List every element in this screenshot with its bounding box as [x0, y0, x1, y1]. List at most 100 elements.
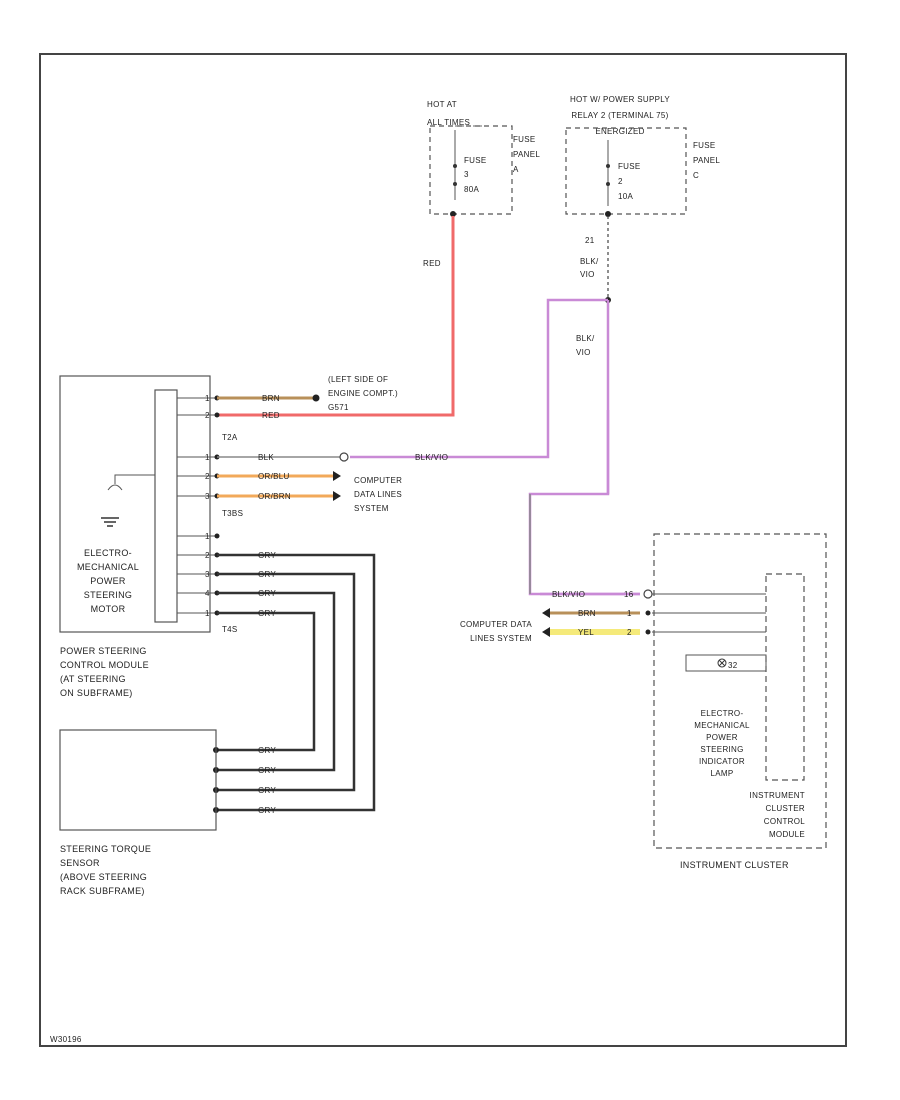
svg-text:CONTROL MODULE: CONTROL MODULE [60, 660, 149, 670]
connector-t3bs: T3BS [222, 509, 243, 518]
cluster-brn-label: BRN [578, 609, 596, 618]
blk-vio-run-label: BLK/VIO [415, 453, 448, 462]
ps-pin-number: 1 [205, 532, 210, 541]
steering-torque-sensor [59, 729, 217, 831]
cluster-pin-2: 2 [627, 628, 632, 637]
torque-gry-label: GRY [258, 746, 276, 755]
fuse-a-label-line2: 3 [464, 170, 469, 179]
ps-pin-number: 1 [205, 609, 210, 618]
svg-text:MODULE: MODULE [769, 830, 805, 839]
svg-text:(AT STEERING: (AT STEERING [60, 674, 126, 684]
ps-module-name: POWER STEERING [60, 646, 147, 656]
svg-text:HOT W/ POWER SUPPLY: HOT W/ POWER SUPPLY [570, 95, 670, 104]
instrument-cluster-name: INSTRUMENT CLUSTER [680, 860, 789, 870]
fuse-panel-a: HOT AT ALL TIMES FUSE 3 80A FUSE PANEL A [427, 100, 540, 217]
ps-pin-number: 3 [205, 570, 210, 579]
torque-gry-label: GRY [258, 766, 276, 775]
ps-control-module: ELECTRO- MECHANICAL POWER STEERING MOTOR [59, 375, 211, 633]
ps-pin-number: 4 [205, 589, 210, 598]
svg-text:LAMP: LAMP [711, 769, 734, 778]
svg-text:RACK SUBFRAME): RACK SUBFRAME) [60, 886, 145, 896]
connector-t2a: T2A [222, 433, 238, 442]
instrument-cluster: 32 ELECTRO- MECHANICAL POWER STEERING IN… [652, 533, 827, 849]
fuse-panel-c: HOT W/ POWER SUPPLY RELAY 2 (TERMINAL 75… [565, 95, 720, 217]
gry-wire [216, 591, 336, 772]
cluster-pin-1: 1 [627, 609, 632, 618]
svg-text:C: C [693, 171, 699, 180]
cluster-module-label: INSTRUMENT [750, 791, 805, 800]
ps-pin-number: 2 [205, 551, 210, 560]
gry-wire [216, 611, 316, 752]
svg-text:ENERGIZED: ENERGIZED [595, 127, 644, 136]
gry-wire-bundle: GRY GRY GRY GRY GRY GRY GRY GRY [213, 551, 376, 815]
ps-ground-icon [101, 517, 119, 527]
ps-blk-connector [339, 452, 349, 462]
fuse-panel-a-label: FUSE [513, 135, 536, 144]
svg-text:RELAY 2 (TERMINAL 75): RELAY 2 (TERMINAL 75) [571, 111, 668, 120]
svg-text:ENGINE COMPT.): ENGINE COMPT.) [328, 389, 398, 398]
or-brn-label: OR/BRN [258, 492, 291, 501]
svg-text:MECHANICAL: MECHANICAL [77, 562, 139, 572]
svg-text:STEERING: STEERING [84, 590, 132, 600]
ps-pin-number: 2 [205, 472, 210, 481]
blk-wire-label: BLK [258, 453, 274, 462]
svg-text:CLUSTER: CLUSTER [766, 804, 805, 813]
svg-text:BLK/: BLK/ [580, 257, 599, 266]
gry-wire-label: GRY [258, 551, 276, 560]
diagram-code: W30196 [50, 1035, 82, 1044]
gry-wire-label: GRY [258, 589, 276, 598]
svg-text:PANEL: PANEL [513, 150, 540, 159]
svg-text:SENSOR: SENSOR [60, 858, 100, 868]
computer-data-lines-1: COMPUTER [354, 476, 402, 485]
gry-wire-label: GRY [258, 609, 276, 618]
ps-pin-number: 3 [205, 492, 210, 501]
torque-gry-label: GRY [258, 786, 276, 795]
svg-text:PANEL: PANEL [693, 156, 720, 165]
svg-text:10A: 10A [618, 192, 633, 201]
svg-text:G571: G571 [328, 403, 349, 412]
red-wire-label: RED [423, 259, 441, 268]
ps-pin-number: 2 [205, 411, 210, 420]
svg-text:A: A [513, 165, 519, 174]
violet-wire-ps-module [350, 298, 608, 459]
ps-pin-dot [214, 412, 220, 418]
svg-text:ALL TIMES: ALL TIMES [427, 118, 470, 127]
fuse-panel-c-label: FUSE [693, 141, 716, 150]
svg-text:INDICATOR: INDICATOR [699, 757, 745, 766]
cluster-pin-16: 16 [624, 590, 634, 599]
gry-wire-label: GRY [258, 570, 276, 579]
torque-gry-label: GRY [258, 806, 276, 815]
ps-pin-number: 1 [205, 453, 210, 462]
svg-text:HOT AT: HOT AT [427, 100, 457, 109]
computer-data-lines-2: COMPUTER DATA [460, 620, 532, 629]
gry-wire [216, 553, 376, 812]
splice-number: 21 [585, 236, 595, 245]
diagram-frame [39, 53, 847, 1047]
cluster-blk-vio-label: BLK/VIO [552, 590, 585, 599]
svg-text:MECHANICAL: MECHANICAL [694, 721, 750, 730]
svg-text:VIO: VIO [580, 270, 595, 279]
fuse-a-label-line3: 80A [464, 185, 479, 194]
cluster-pin-32: 32 [728, 661, 738, 670]
svg-text:ON SUBFRAME): ON SUBFRAME) [60, 688, 133, 698]
svg-text:CONTROL: CONTROL [764, 817, 805, 826]
gry-wire [216, 572, 356, 792]
indicator-lamp-label: ELECTRO- [701, 709, 744, 718]
ps-motor-label: ELECTRO- [84, 548, 132, 558]
fuse-a-label-line1: FUSE [464, 156, 487, 165]
connector-t4s: T4S [222, 625, 238, 634]
ground-note: (LEFT SIDE OF [328, 375, 388, 384]
svg-text:POWER: POWER [90, 576, 126, 586]
cluster-yel-label: YEL [578, 628, 594, 637]
ps-pin-dot [214, 533, 220, 539]
torque-sensor-name: STEERING TORQUE [60, 844, 151, 854]
svg-text:2: 2 [618, 177, 623, 186]
ps-pin-number: 1 [205, 394, 210, 403]
brn-wire-label: BRN [262, 394, 280, 403]
svg-text:VIO: VIO [576, 348, 591, 357]
svg-text:LINES SYSTEM: LINES SYSTEM [470, 634, 532, 643]
or-blu-label: OR/BLU [258, 472, 290, 481]
svg-text:(ABOVE STEERING: (ABOVE STEERING [60, 872, 147, 882]
svg-text:MOTOR: MOTOR [91, 604, 126, 614]
